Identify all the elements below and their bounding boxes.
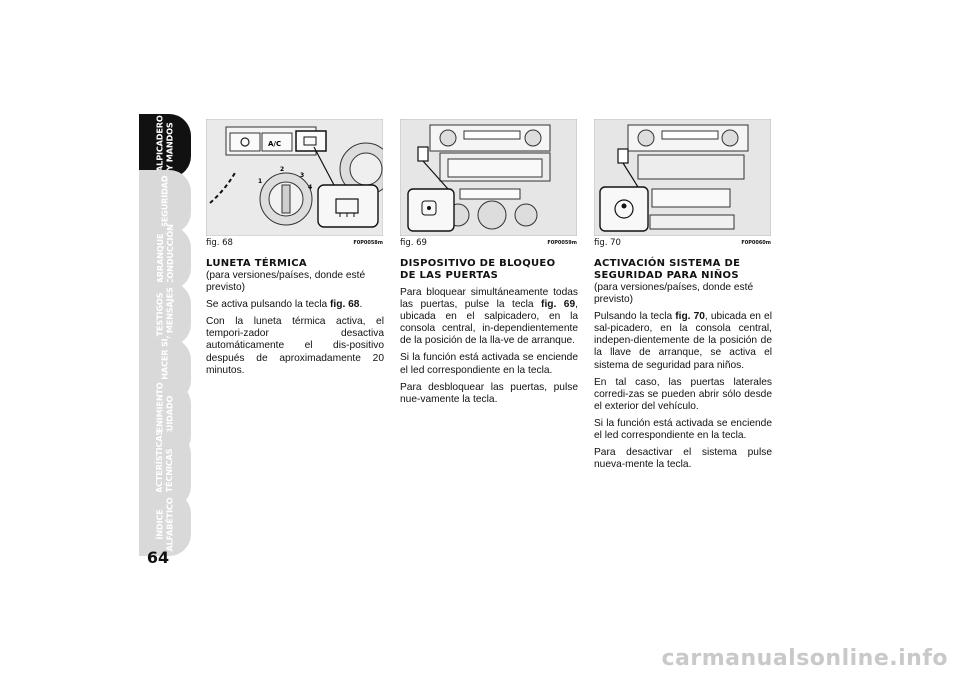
ac-label: A/C xyxy=(268,140,281,148)
paragraph: En tal caso, las puertas laterales corre… xyxy=(594,376,772,412)
figure-caption: fig. 69 xyxy=(400,238,427,248)
svg-text:1: 1 xyxy=(258,178,262,185)
figure-caption: fig. 68 xyxy=(206,238,233,248)
watermark: carmanualsonline.info xyxy=(661,646,948,671)
tab-label: SEGURIDAD xyxy=(159,175,170,229)
section-title: LUNETA TÉRMICA xyxy=(206,258,307,269)
paragraph: Si la función está activada se enciende … xyxy=(400,352,578,376)
figure-69 xyxy=(400,119,577,236)
paragraph: Pulsando la tecla fig. 70, ubicada en el… xyxy=(594,311,772,371)
figure-code: F0P0059m xyxy=(547,240,577,246)
paragraph: Para desbloquear las puertas, pulse nue-… xyxy=(400,381,578,405)
figure-69-caption: fig. 69 F0P0059m xyxy=(400,238,577,248)
paragraph: Para desactivar el sistema pulse nueva-m… xyxy=(594,447,772,471)
paragraph: Para bloquear simultáneamente todas las … xyxy=(400,287,578,347)
section-note: (para versiones/países, donde esté previ… xyxy=(206,270,366,294)
paragraph: Se activa pulsando la tecla fig. 68. xyxy=(206,299,363,311)
figure-code: F0P0058m xyxy=(353,240,383,246)
figure-70-caption: fig. 70 F0P0060m xyxy=(594,238,771,248)
figure-caption: fig. 70 xyxy=(594,238,621,248)
figure-code: F0P0060m xyxy=(741,240,771,246)
section-luneta-termica: LUNETA TÉRMICA (para versiones/países, d… xyxy=(206,258,384,382)
svg-text:2: 2 xyxy=(280,166,284,173)
figure-68: A/C 1 2 3 4 xyxy=(206,119,383,236)
page-number: 64 xyxy=(146,548,170,567)
section-note: (para versiones/países, donde esté previ… xyxy=(594,282,754,306)
figure-68-caption: fig. 68 F0P0058m xyxy=(206,238,383,248)
svg-text:4: 4 xyxy=(308,184,312,191)
paragraph: Con la luneta térmica activa, el tempori… xyxy=(206,316,384,376)
paragraph: Si la función está activada se enciende … xyxy=(594,417,772,442)
figure-70 xyxy=(594,119,771,236)
tab-seguridad[interactable]: SEGURIDAD xyxy=(139,170,191,234)
svg-text:3: 3 xyxy=(300,172,304,179)
